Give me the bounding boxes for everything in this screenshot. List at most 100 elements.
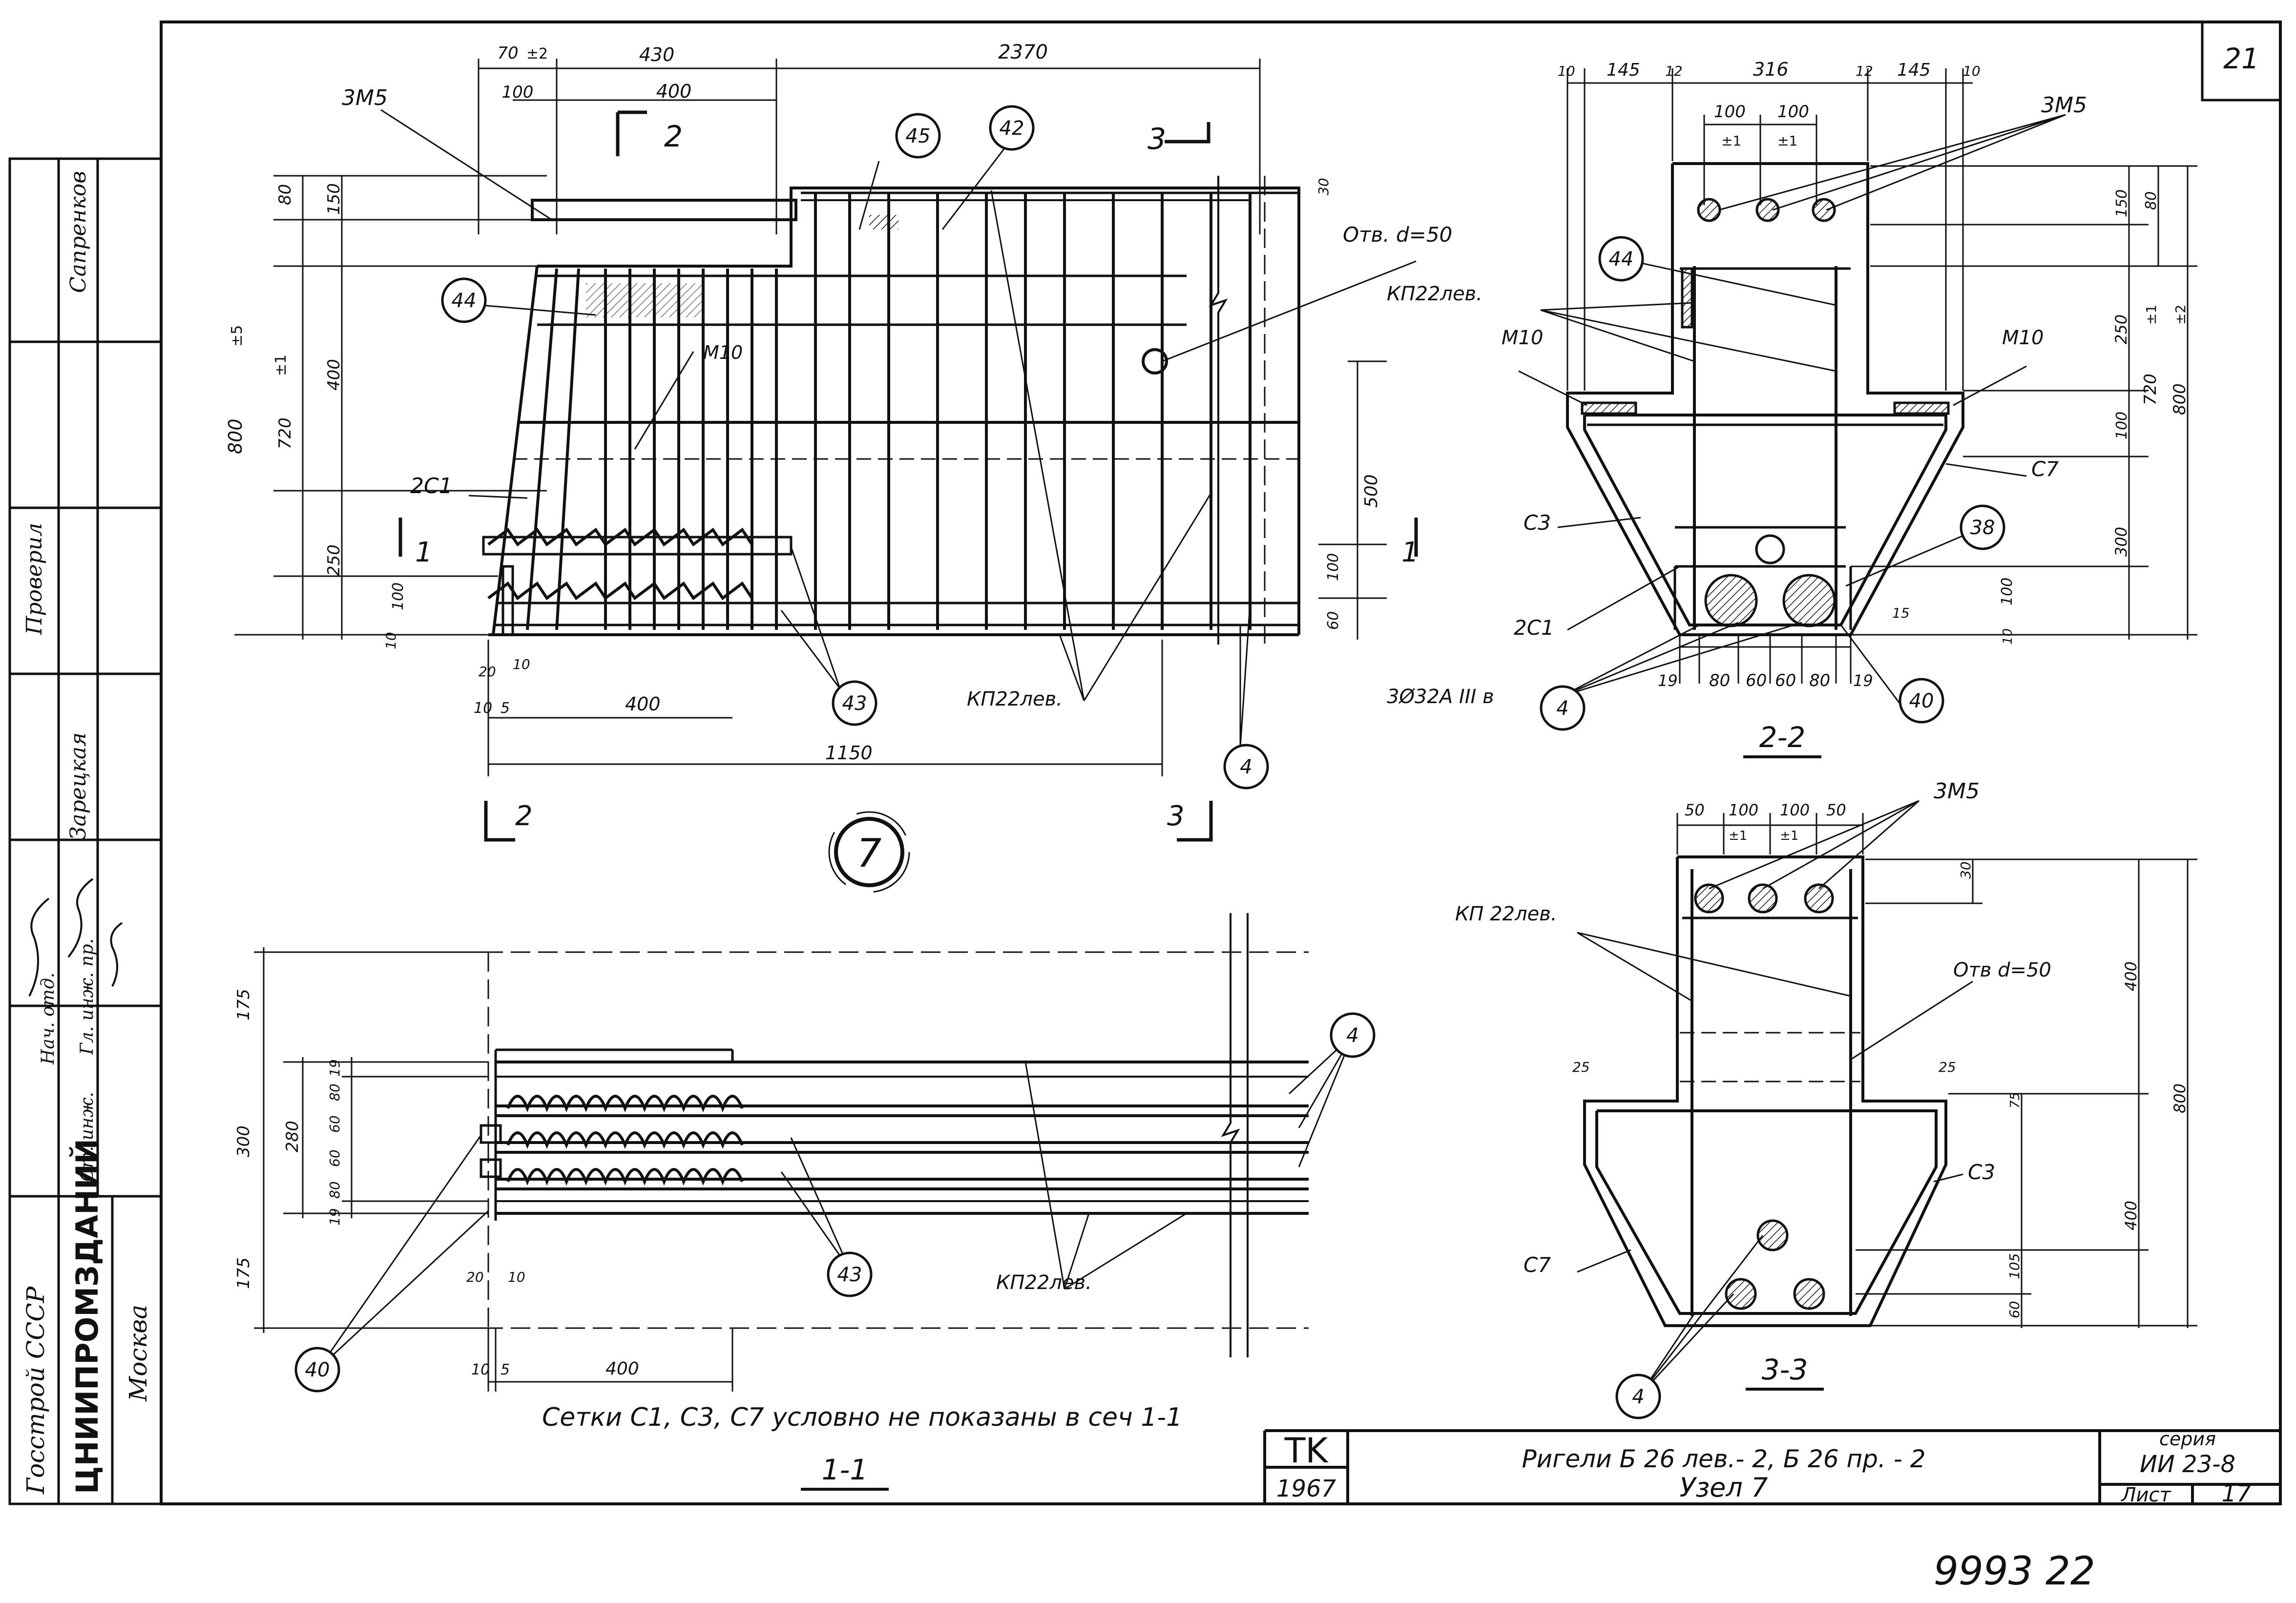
- stamp-role-1: Нач. отд.: [38, 973, 58, 1065]
- section-2-2: [1518, 68, 2197, 704]
- sheet-number: 21: [2223, 42, 2259, 75]
- stamp-name-3: Проверил: [22, 523, 47, 635]
- section-mark-2-bottom: 2: [515, 800, 533, 832]
- s22-dim-right-15: 15: [1892, 605, 1910, 621]
- section-1-1: [254, 913, 1354, 1392]
- callout-45: 45: [906, 125, 931, 147]
- s22-label-m10-left: М10: [1502, 327, 1543, 349]
- s11-dim-80a: 80: [327, 1083, 343, 1101]
- elev-dim-bottom-1150: 1150: [825, 742, 873, 764]
- s22-label-m10-right: М10: [2002, 327, 2044, 349]
- s22-dim-top-tol1a: ±1: [1721, 133, 1741, 149]
- stamp-org-2: ЦНИИПРОМЗДАНИЙ: [69, 1139, 105, 1494]
- elev-dim-bottom-10b: 10: [474, 700, 492, 717]
- elev-dim-left-800: 800: [225, 418, 246, 454]
- s22-dim-bottom-60b: 60: [1775, 671, 1796, 690]
- s22-callout-44: 44: [1609, 248, 1634, 271]
- callout-43: 43: [842, 692, 867, 715]
- elevation-view: [234, 59, 1417, 776]
- section-mark-1-right: 1: [1401, 537, 1419, 568]
- elev-dim-top-70: 70: [497, 43, 518, 63]
- s33-label-c7: С7: [1524, 1253, 1551, 1277]
- s33-dim-top-50a: 50: [1685, 801, 1705, 819]
- s22-dim-top-145a: 145: [1607, 60, 1640, 80]
- stamp-name-4: Зарецкая: [66, 732, 91, 840]
- elev-dim-left-tol1: ±1: [272, 354, 290, 376]
- title-line-2: Узел 7: [1680, 1472, 1768, 1503]
- title-mark: TK: [1284, 1431, 1329, 1471]
- s22-label-kp22: КП22лев.: [1387, 283, 1482, 305]
- s11-dim-175a: 175: [234, 989, 253, 1020]
- elev-dim-left-10: 10: [383, 632, 399, 649]
- s11-dim-80b: 80: [327, 1181, 343, 1199]
- elev-dim-top-400: 400: [656, 81, 692, 102]
- callout-42: 42: [1000, 117, 1024, 140]
- elev-dim-right-100: 100: [1325, 553, 1342, 581]
- elev-dim-right-60: 60: [1325, 611, 1342, 630]
- elev-label-3m5: 3М5: [342, 85, 388, 110]
- node-marker: 7: [828, 811, 910, 893]
- s33-dim-right-60: 60: [2006, 1301, 2023, 1318]
- s33-dim-right-400a: 400: [2122, 961, 2140, 991]
- stamp-name-1: Сапренков: [66, 171, 91, 293]
- sheet-note: Сетки С1, С3, С7 условно не показаны в с…: [542, 1403, 1182, 1432]
- s11-dim-300: 300: [234, 1125, 253, 1157]
- elev-dim-left-250: 250: [324, 544, 344, 576]
- elev-label-m10: М10: [703, 342, 743, 363]
- elev-dim-right-500: 500: [1361, 474, 1381, 508]
- s22-dim-bottom-80a: 80: [1709, 671, 1730, 690]
- s33-dim-right-25b: 25: [1939, 1059, 1956, 1075]
- s22-dim-right-tol1: ±1: [2143, 305, 2159, 325]
- s22-caption: 2-2: [1759, 721, 1806, 754]
- s33-label-3m5: 3М5: [1934, 779, 1980, 804]
- s33-caption: 3-3: [1762, 1353, 1808, 1386]
- s22-dim-top-tol1b: ±1: [1777, 133, 1797, 149]
- s33-dim-right-800: 800: [2171, 1083, 2189, 1113]
- s22-label-3d32: 3Ø32А III в: [1387, 686, 1494, 708]
- s22-dim-top-10b: 10: [1963, 63, 1981, 79]
- s11-callout-40: 40: [305, 1359, 330, 1381]
- elev-label-hole: Отв. d=50: [1343, 223, 1452, 247]
- s11-caption: 1-1: [822, 1453, 868, 1486]
- elevation-hatch: [586, 215, 898, 317]
- s33-dim-top-100a: 100: [1729, 801, 1758, 819]
- s33-label-c3: С3: [1968, 1160, 1995, 1184]
- callout-44: 44: [452, 290, 477, 312]
- side-stamp: Сапренков Проверил Зарецкая Нач. отд. Гл…: [8, 157, 163, 1505]
- s11-dim-19a: 19: [327, 1059, 343, 1077]
- s11-dim-19b: 19: [327, 1208, 343, 1226]
- elev-dim-top-100: 100: [502, 83, 534, 102]
- stamp-role-3: Ст. инж.: [77, 1092, 97, 1182]
- s33-callout-4: 4: [1632, 1386, 1644, 1408]
- elev-dim-left-400: 400: [324, 359, 344, 391]
- s33-dim-top-tol1b: ±1: [1780, 829, 1798, 843]
- s22-dim-top-145b: 145: [1897, 60, 1931, 80]
- s22-dim-right-300: 300: [2112, 527, 2130, 557]
- elevation-section-marks: [398, 110, 1418, 842]
- s22-label-2c1: 2С1: [1514, 616, 1554, 640]
- s22-callout-4: 4: [1556, 697, 1568, 720]
- s11-dim-bottom-20: 20: [466, 1269, 484, 1285]
- title-year: 1967: [1276, 1475, 1336, 1502]
- s33-dim-top-tol1a: ±1: [1729, 829, 1747, 843]
- elev-dim-left-100: 100: [390, 583, 407, 610]
- s33-label-hole: Отв d=50: [1953, 959, 2051, 981]
- elev-dim-bottom-10a: 10: [513, 656, 530, 672]
- s11-dim-bottom-5: 5: [501, 1361, 510, 1378]
- s22-dim-right-720: 720: [2141, 374, 2160, 405]
- section-mark-1-left: 1: [415, 537, 433, 568]
- s33-dim-top-100b: 100: [1780, 801, 1810, 819]
- s22-callout-40: 40: [1909, 690, 1934, 712]
- s22-label-3m5: 3М5: [2041, 93, 2087, 118]
- elev-dim-top-tol: ±2: [526, 45, 548, 62]
- s22-dim-top-12a: 12: [1665, 63, 1683, 79]
- s22-dim-right-80: 80: [2143, 191, 2160, 210]
- section-3-3-bars: [1694, 883, 1834, 1310]
- section-2-2-callouts: [1540, 236, 2005, 731]
- s11-dim-bottom-400: 400: [605, 1359, 639, 1379]
- s33-dim-right-400b: 400: [2122, 1201, 2140, 1230]
- s22-dim-right-250: 250: [2112, 314, 2130, 344]
- s33-dim-right-75: 75: [2008, 1092, 2023, 1108]
- elev-dim-top-2370: 2370: [998, 41, 1048, 63]
